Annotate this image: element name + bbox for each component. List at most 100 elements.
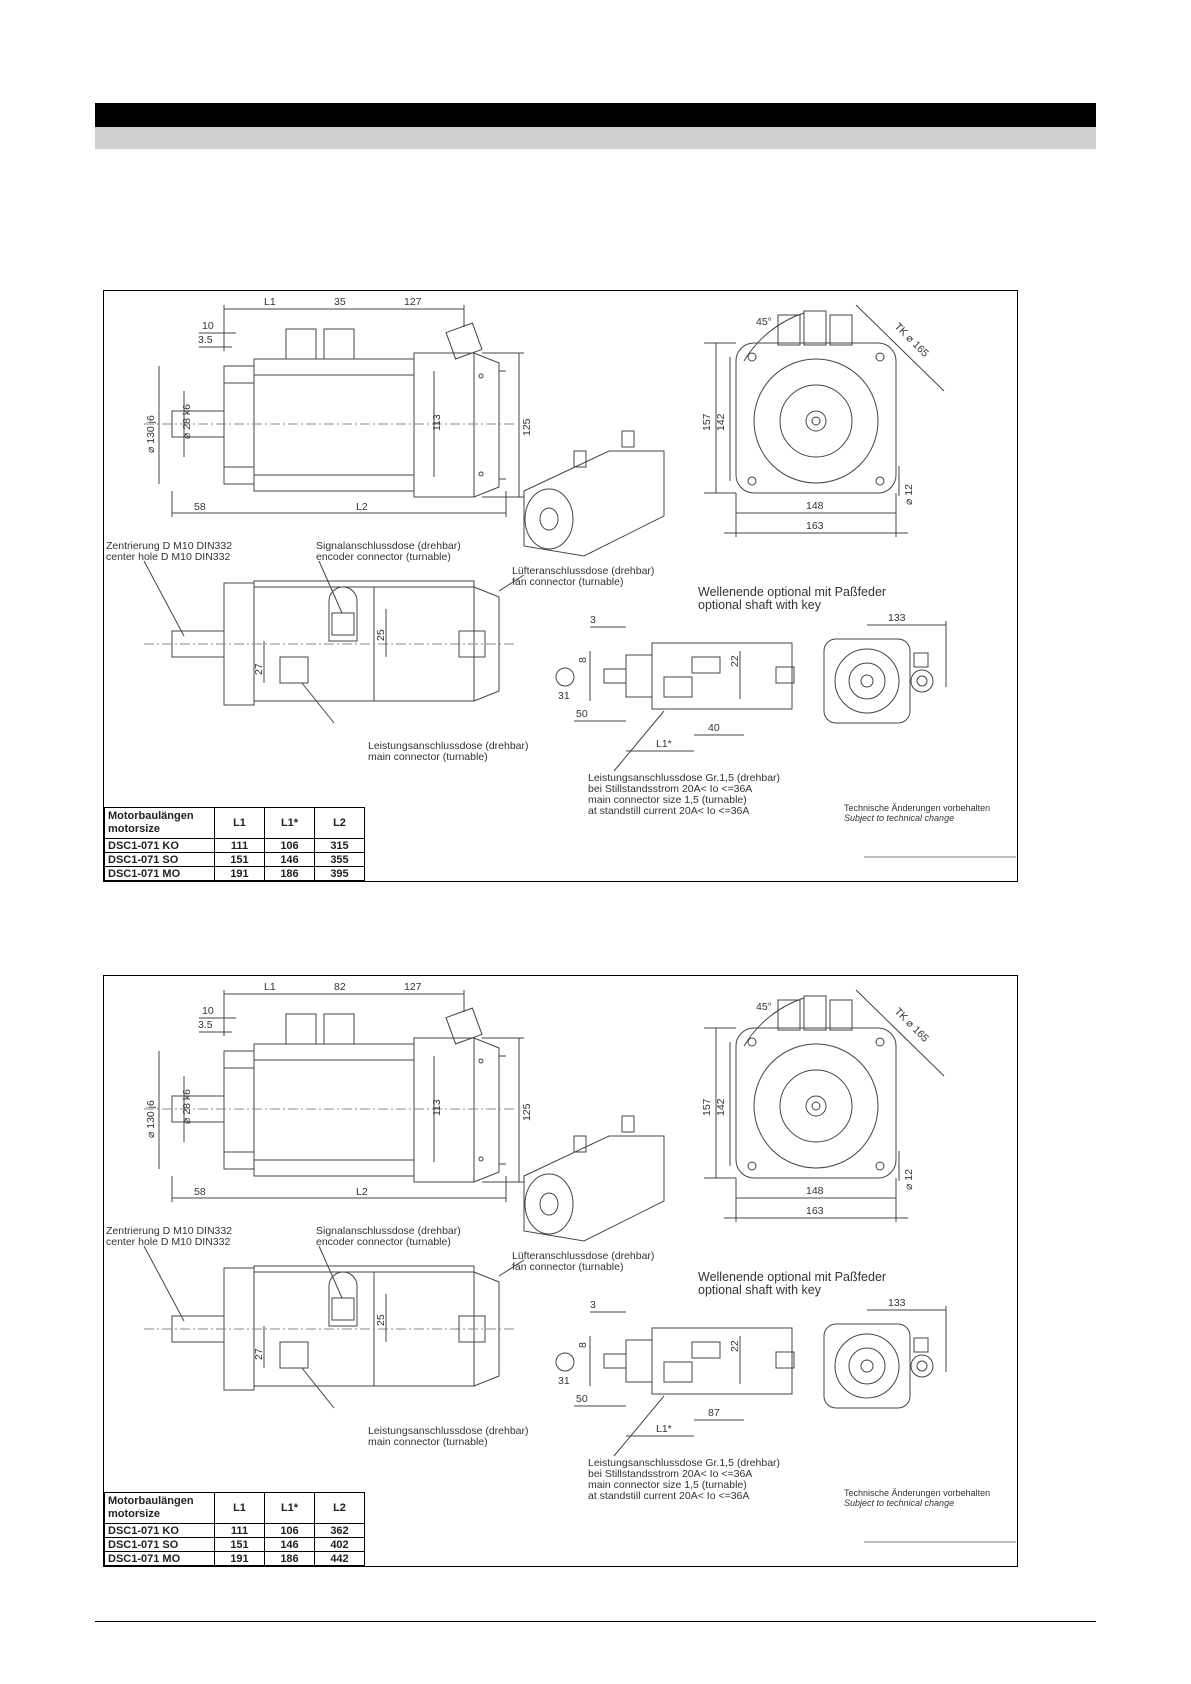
label-center-de: Zentrierung D M10 DIN332 — [106, 1225, 232, 1237]
table-header-motorsize: Motorbaulängen motorsize — [104, 1492, 215, 1524]
table-row: DSC1-071 MO 191 186 442 — [104, 1551, 365, 1566]
motorsize-table: Motorbaulängen motorsize L1 L1* L2 DSC1-… — [104, 1492, 365, 1566]
label-tech-en: Subject to technical change — [844, 1498, 954, 1508]
encoder-connector — [285, 1013, 317, 1045]
label-signal-en: encoder connector (turnable) — [316, 1236, 451, 1248]
angle-arc — [743, 997, 805, 1047]
dim-133: 133 — [888, 1297, 906, 1309]
label-tech-de: Technische Änderungen vorbehalten — [844, 1488, 990, 1498]
col-l1-star: L1* — [264, 1492, 315, 1524]
dim-125: 125 — [521, 1103, 533, 1121]
dim-148: 148 — [806, 500, 824, 512]
dim-l1-star: L1* — [656, 738, 672, 750]
motor-housing — [413, 1037, 475, 1183]
fan-cover — [473, 352, 500, 498]
label-fan-en: fan connector (turnable) — [512, 576, 623, 588]
col-l2: L2 — [314, 807, 365, 839]
technical-drawing: L1 35 127 10 3.5 113 125 ⌀ 28 k6 ⌀ 130 j… — [106, 296, 1016, 858]
label-power-en: main connector (turnable) — [368, 1436, 488, 1448]
dim-58: 58 — [194, 501, 206, 513]
col-l1: L1 — [214, 1492, 265, 1524]
dim-mid: 35 — [334, 296, 346, 308]
dim-40: 40 — [708, 722, 720, 734]
flange — [223, 1050, 255, 1170]
drawing-sheet-1: L1 35 127 10 3.5 113 125 ⌀ 28 k6 ⌀ 130 j… — [103, 290, 1018, 882]
label-gr-en1: main connector size 1,5 (turnable) — [588, 1479, 747, 1491]
encoder-connector — [285, 328, 317, 360]
small-front — [823, 638, 911, 724]
dim-113: 113 — [431, 414, 443, 431]
col-l1-star: L1* — [264, 807, 315, 839]
dim-58: 58 — [194, 1186, 206, 1198]
label-gr-en2: at standstill current 20A< Io <=36A — [588, 805, 749, 817]
front-face — [753, 1043, 879, 1169]
dim-148: 148 — [806, 1185, 824, 1197]
front-face — [753, 358, 879, 484]
dim-50: 50 — [576, 1393, 588, 1405]
dim-157: 157 — [701, 1098, 713, 1116]
dim-10: 10 — [202, 320, 214, 332]
label-center-en: center hole D M10 DIN332 — [106, 1236, 230, 1248]
dim-l1: L1 — [264, 296, 276, 308]
dim-3: 3 — [590, 1299, 596, 1311]
fan-connector-lower — [458, 630, 486, 658]
dim-31: 31 — [558, 1375, 570, 1387]
dim-flange-dia: ⌀ 130 j6 — [145, 1100, 157, 1138]
label-shaft-de: Wellenende optional mit Paßfeder — [698, 1270, 886, 1284]
table-row: DSC1-071 KO 111 106 362 — [104, 1523, 365, 1538]
motor-body — [253, 1043, 415, 1177]
dim-12: ⌀ 12 — [903, 484, 915, 505]
fan-cover — [473, 1037, 500, 1183]
technical-drawing: L1 82 127 10 3.5 113 125 ⌀ 28 k6 ⌀ 130 j… — [106, 981, 1016, 1543]
fan-connector — [445, 1007, 483, 1045]
label-center-en: center hole D M10 DIN332 — [106, 551, 230, 563]
dim-133: 133 — [888, 612, 906, 624]
dim-l2: L2 — [356, 501, 368, 513]
dim-163: 163 — [806, 1205, 824, 1217]
dim-8: 8 — [577, 657, 589, 663]
dim-3-5: 3.5 — [198, 334, 213, 346]
label-gr-de2: bei Stillstandsstrom 20A< Io <=36A — [588, 1468, 752, 1480]
motor-body — [253, 358, 415, 492]
dim-142: 142 — [715, 1098, 727, 1116]
dim-l2: L2 — [356, 1186, 368, 1198]
dim-angle-45: 45° — [756, 1001, 772, 1013]
dim-163: 163 — [806, 520, 824, 532]
encoder-connector-lower — [328, 1271, 358, 1327]
dim-right: 127 — [404, 981, 422, 993]
front-flange — [735, 342, 897, 494]
connector-round-icon — [910, 669, 934, 693]
label-power-de: Leistungsanschlussdose (drehbar) — [368, 1425, 529, 1437]
dim-22: 22 — [729, 655, 741, 667]
label-power-en: main connector (turnable) — [368, 751, 488, 763]
power-connector — [323, 328, 355, 360]
dim-3-5: 3.5 — [198, 1019, 213, 1031]
dim-113: 113 — [431, 1099, 443, 1116]
dim-12: ⌀ 12 — [903, 1169, 915, 1190]
dim-25: 25 — [375, 1314, 387, 1326]
dim-flange-dia: ⌀ 130 j6 — [145, 415, 157, 453]
label-tech-de: Technische Änderungen vorbehalten — [844, 803, 990, 813]
header-bar — [95, 103, 1096, 127]
dim-l1: L1 — [264, 981, 276, 993]
dim-31: 31 — [558, 690, 570, 702]
label-signal-de: Signalanschlussdose (drehbar) — [316, 1225, 461, 1237]
subheader-bar — [95, 127, 1096, 149]
power-connector — [323, 1013, 355, 1045]
dim-22: 22 — [729, 1340, 741, 1352]
col-l1: L1 — [214, 807, 265, 839]
dim-shaft-dia: ⌀ 28 k6 — [181, 1089, 193, 1124]
label-signal-en: encoder connector (turnable) — [316, 551, 451, 563]
dim-50: 50 — [576, 708, 588, 720]
label-gr-de1: Leistungsanschlussdose Gr.1,5 (drehbar) — [588, 1457, 780, 1469]
label-shaft-en: optional shaft with key — [698, 598, 822, 612]
dim-mid: 82 — [334, 981, 346, 993]
dim-tk-165: TK ⌀ 165 — [892, 1006, 931, 1045]
dim-shaft-dia: ⌀ 28 k6 — [181, 404, 193, 439]
dim-25: 25 — [375, 629, 387, 641]
label-gr-en2: at standstill current 20A< Io <=36A — [588, 1490, 749, 1502]
flange — [223, 365, 255, 485]
col-l2: L2 — [314, 1492, 365, 1524]
label-fan-de: Lüfteranschlussdose (drehbar) — [512, 565, 654, 577]
fan-connector-lower — [458, 1315, 486, 1343]
